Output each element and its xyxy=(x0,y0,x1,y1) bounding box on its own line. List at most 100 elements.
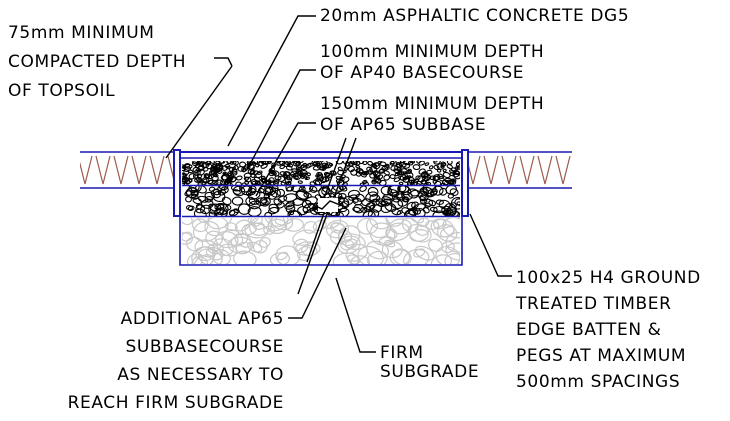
additional-line-3: AS NECESSARY TO xyxy=(117,365,284,385)
aggregate-stone xyxy=(276,202,285,209)
aggregate-stone xyxy=(214,211,223,216)
leader-line xyxy=(288,227,347,319)
aggregate-stone xyxy=(204,218,229,237)
aggregate-stone xyxy=(299,164,306,169)
aggregate-stone xyxy=(214,173,219,178)
aggregate-stone xyxy=(414,245,435,261)
aggregate-stone xyxy=(204,174,210,179)
aggregate-stone xyxy=(378,168,386,174)
aggregate-stone xyxy=(241,166,249,172)
topsoil-hatch xyxy=(60,156,74,184)
topsoil-hatch xyxy=(519,155,535,185)
aggregate-stone xyxy=(358,161,365,165)
aggregate-stone xyxy=(312,165,321,171)
aggregate-stone xyxy=(251,161,259,165)
aggregate-stone xyxy=(407,168,412,173)
aggregate-stone xyxy=(182,178,188,183)
aggregate-stone xyxy=(211,175,219,182)
leader-line xyxy=(214,57,233,67)
label-basecourse: 100mm MINIMUM DEPTH OF AP40 BASECOURSE xyxy=(320,42,544,83)
aggregate-stone xyxy=(195,177,201,182)
aggregate-stone xyxy=(397,198,409,207)
aggregate-stone xyxy=(357,245,384,264)
aggregate-stone xyxy=(247,218,259,224)
aggregate-stone xyxy=(195,203,203,210)
aggregate-stone xyxy=(428,238,443,252)
aggregate-stone xyxy=(325,219,350,239)
aggregate-stone xyxy=(182,218,193,226)
aggregate-stone xyxy=(267,161,272,165)
aggregate-stone xyxy=(429,190,438,196)
aggregate-stone xyxy=(247,206,262,216)
aggregate-stone xyxy=(215,179,223,185)
aggregate-stone xyxy=(338,193,347,200)
subbase-line-2: OF AP65 SUBBASE xyxy=(320,115,486,135)
aggregate-stone xyxy=(283,161,291,168)
leader-line xyxy=(165,65,233,159)
aggregate-stone xyxy=(202,178,208,183)
subbase-line-1: 150mm MINIMUM DEPTH xyxy=(320,94,544,114)
aggregate-stone xyxy=(182,165,187,170)
aggregate-stone xyxy=(269,187,281,198)
aggregate-stone xyxy=(226,161,232,164)
topsoil-hatch xyxy=(555,155,571,185)
aggregate-stone xyxy=(204,196,214,203)
aggregate-stone xyxy=(415,175,421,181)
label-timber-batten: 100x25 H4 GROUND TREATED TIMBER EDGE BAT… xyxy=(515,268,700,392)
aggregate-stone xyxy=(297,180,303,184)
aggregate-stone xyxy=(229,209,239,216)
aggregate-stone xyxy=(244,176,252,183)
aggregate-stone xyxy=(197,195,209,203)
aggregate-stone xyxy=(182,231,193,242)
aggregate-stone xyxy=(191,193,199,200)
aggregate-stone xyxy=(306,172,311,177)
aggregate-stone xyxy=(425,181,432,185)
aggregate-stone xyxy=(233,250,257,264)
additional-line-1: ADDITIONAL AP65 xyxy=(121,309,284,329)
aggregate-stone xyxy=(296,190,308,200)
basecourse-line-1: 100mm MINIMUM DEPTH xyxy=(320,42,544,62)
aggregate-stone xyxy=(331,222,345,232)
aggregate-stone xyxy=(367,161,374,166)
aggregate-stone xyxy=(454,166,459,171)
aggregate-stone xyxy=(252,240,268,254)
aggregate-stone xyxy=(412,164,421,171)
aggregate-stone xyxy=(197,248,223,264)
aggregate-stone xyxy=(292,198,304,206)
aggregate-stone xyxy=(385,163,390,168)
aggregate-stone xyxy=(433,161,441,165)
aggregate-stone xyxy=(232,189,241,195)
aggregate-stone xyxy=(190,189,198,197)
aggregate-stone xyxy=(272,180,279,185)
aggregate-stone xyxy=(403,248,430,264)
aggregate-stone xyxy=(454,198,460,206)
aggregate-stone xyxy=(283,161,292,166)
aggregate-stone xyxy=(224,164,231,168)
aggregate-stone xyxy=(227,236,254,254)
leader-line xyxy=(335,277,376,353)
aggregate-stone xyxy=(432,179,438,184)
aggregate-stone xyxy=(270,218,294,231)
aggregate-stone xyxy=(449,169,455,174)
leader-line xyxy=(247,69,316,169)
aggregate-stone xyxy=(407,161,414,166)
aggregate-stone xyxy=(210,188,222,199)
aggregate-stone xyxy=(429,175,436,181)
aggregate-stone xyxy=(211,248,231,264)
topsoil-left-section xyxy=(60,155,174,185)
label-topsoil: 75mm MINIMUM COMPACTED DEPTH OF TOPSOIL xyxy=(8,23,186,101)
aggregate-stone xyxy=(269,170,276,177)
aggregate-stone xyxy=(413,248,426,258)
aggregate-stone xyxy=(377,161,382,165)
label-asphalt: 20mm ASPHALTIC CONCRETE DG5 xyxy=(320,6,629,26)
aggregate-stone xyxy=(393,177,401,183)
aggregate-stone xyxy=(298,186,306,192)
aggregate-stone xyxy=(445,231,460,253)
aggregate-stone xyxy=(355,164,361,169)
aggregate-stone xyxy=(441,205,452,215)
leader-line xyxy=(227,15,316,147)
aggregate-stone xyxy=(324,163,330,169)
aggregate-stone xyxy=(435,246,460,264)
aggregate-stone xyxy=(365,191,379,203)
